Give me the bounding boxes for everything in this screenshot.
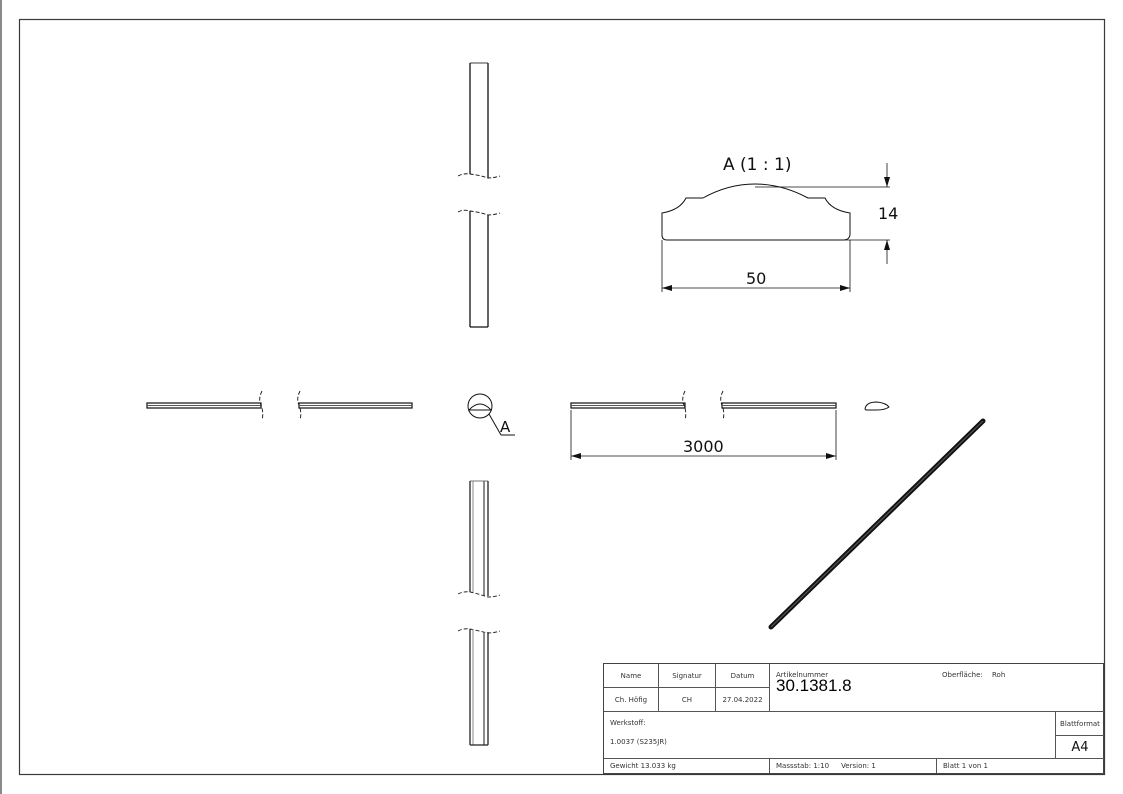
name-header: Name	[604, 664, 659, 688]
detail-view-a	[661, 163, 890, 292]
material-value: 1.0037 (S235JR)	[610, 738, 667, 746]
length-dimension: 3000	[683, 437, 724, 456]
section-marker-a	[467, 393, 515, 436]
scale-version-cell: Massstab: 1:10 Version: 1	[770, 759, 937, 773]
date-value: 27.04.2022	[716, 688, 770, 712]
end-profile-view	[864, 401, 890, 411]
name-value: Ch. Höfig	[604, 688, 659, 712]
weight-cell: Gewicht 13.033 kg	[604, 759, 770, 773]
sheet-format-value: A4	[1056, 736, 1104, 759]
front-view	[570, 390, 837, 460]
section-marker-label: A	[500, 418, 511, 436]
left-view	[146, 390, 413, 421]
detail-view-label: A (1 : 1)	[723, 155, 791, 175]
title-block: Name Signatur Datum Ch. Höfig CH 27.04.2…	[603, 663, 1104, 774]
material-cell: Werkstoff: 1.0037 (S235JR)	[604, 712, 1056, 759]
scale-value: Massstab: 1:10	[776, 762, 830, 770]
sheet-number-cell: Blatt 1 von 1	[943, 762, 988, 770]
version-value: Version: 1	[841, 762, 876, 770]
material-label: Werkstoff:	[610, 719, 646, 727]
bottom-view	[457, 480, 501, 746]
page-edge-line	[0, 0, 2, 794]
date-header: Datum	[716, 664, 770, 688]
sheet-format-label: Blattformat	[1056, 712, 1104, 736]
top-view	[457, 62, 501, 328]
height-dimension: 14	[878, 204, 898, 223]
isometric-view	[768, 418, 986, 630]
article-label: Artikelnummer	[776, 671, 829, 679]
surface-label: Oberfläche:	[942, 671, 983, 679]
surface-value: Roh	[992, 671, 1006, 679]
article-cell: Artikelnummer 30.1381.8 Oberfläche: Roh	[770, 664, 1104, 712]
signature-header: Signatur	[659, 664, 716, 688]
article-number: 30.1381.8	[776, 676, 852, 695]
signature-value: CH	[659, 688, 716, 712]
width-dimension: 50	[746, 269, 766, 288]
drawing-frame	[18, 18, 1106, 776]
